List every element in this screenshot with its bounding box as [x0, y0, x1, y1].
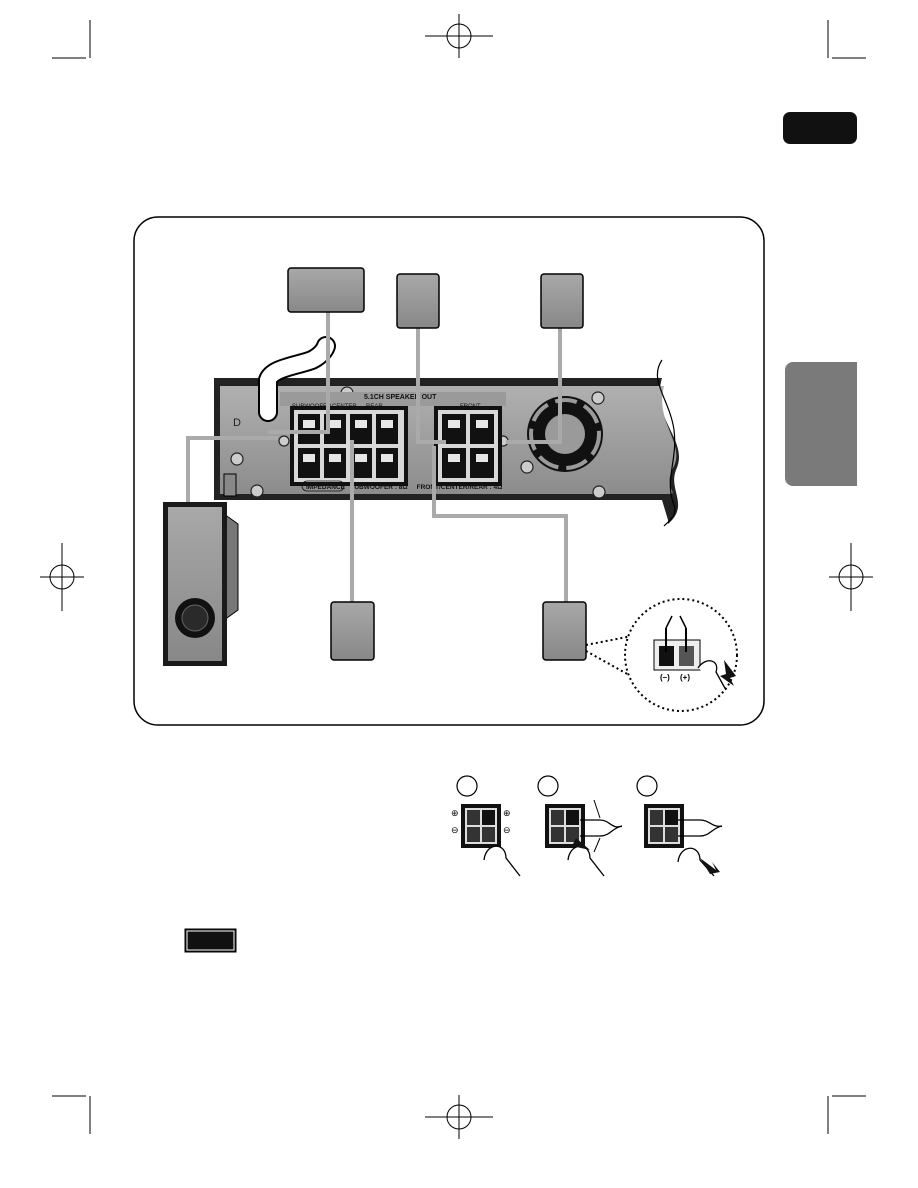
front-right-speaker	[540, 273, 584, 329]
step-1-illustration: ⊕ ⊖ ⊕ ⊖	[451, 775, 521, 877]
front-left-speaker	[396, 273, 440, 329]
speaker-terminal-block-right	[434, 404, 502, 486]
finger-press-icon	[677, 847, 715, 877]
step-3-illustration	[636, 775, 723, 877]
svg-text:⊖: ⊖	[451, 825, 459, 835]
group-label-subwoofer: SUBWOOFER	[292, 404, 332, 410]
registration-mark	[425, 1095, 493, 1139]
corner-crop-mark	[52, 20, 91, 59]
svg-text:⊕: ⊕	[451, 808, 459, 818]
impedance-values: SUBWOOFER : 8Ω FRONT/CENTER/REAR : 4Ω	[350, 484, 502, 491]
note-box	[184, 928, 237, 953]
fan-icon	[527, 396, 603, 472]
group-label-rear: REAR	[366, 404, 383, 410]
svg-text:⊖: ⊖	[503, 825, 511, 835]
svg-text:⊕: ⊕	[503, 808, 511, 818]
corner-crop-mark	[827, 20, 866, 59]
finger-press-icon	[483, 845, 521, 877]
arrow-icon	[700, 858, 720, 874]
section-tab-gray	[785, 362, 857, 486]
svg-text:D: D	[233, 417, 241, 429]
arrow-icon	[572, 838, 590, 850]
terminal-detail-callout: (–) (+)	[585, 598, 738, 712]
registration-mark	[40, 543, 84, 611]
speaker-terminal-block-left	[290, 404, 408, 486]
rear-left-speaker	[330, 601, 375, 661]
registration-mark	[425, 14, 493, 58]
speaker-wires	[186, 312, 568, 602]
registration-mark	[829, 543, 873, 611]
arrow-icon	[720, 660, 736, 686]
corner-crop-mark	[827, 1095, 866, 1134]
speaker-out-label: 5.1CH SPEAKER OUT	[364, 394, 437, 401]
corner-crop-mark	[52, 1095, 91, 1134]
group-label-front: FRONT	[460, 404, 481, 410]
page-tab-black	[783, 112, 857, 144]
finger-press-icon	[697, 660, 727, 691]
rear-right-speaker	[542, 601, 587, 661]
step-2-illustration	[537, 775, 623, 877]
minus-label: (–)	[660, 673, 670, 682]
finger-press-icon	[567, 845, 605, 877]
group-label-center: CENTER	[332, 404, 357, 410]
plus-label: (+)	[680, 673, 690, 682]
impedance-label: IMPEDANCE	[306, 484, 346, 491]
subwoofer	[163, 502, 239, 666]
center-speaker	[287, 267, 365, 313]
